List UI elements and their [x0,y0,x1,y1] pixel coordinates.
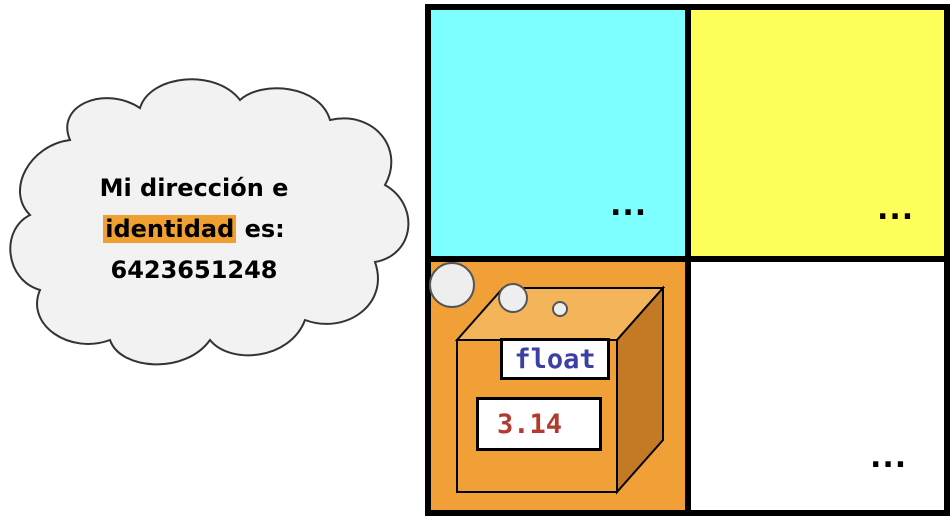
top-right-ellipsis: ... [877,192,915,227]
identity-highlight: identidad [103,215,237,243]
top-left-ellipsis: ... [610,188,648,223]
cloud-line-2-rest: es: [236,215,285,243]
memory-cell-top-right [688,7,947,259]
cloud-text: Mi dirección e identidad es: 6423651248 [60,168,328,291]
thought-bubble-medium [498,283,528,313]
cloud-line-2: identidad es: [60,209,328,250]
cloud-line-1: Mi dirección e [99,174,289,202]
bottom-right-ellipsis: ... [870,440,908,475]
memory-cell-bottom-right [688,259,947,513]
memory-address: 6423651248 [110,256,278,284]
variable-box [454,285,666,495]
thought-bubble-large [429,262,475,308]
value-label: 3.14 [476,397,602,451]
type-label: float [500,338,610,380]
memory-cell-top-left [428,7,688,259]
thought-bubble-small [552,301,568,317]
